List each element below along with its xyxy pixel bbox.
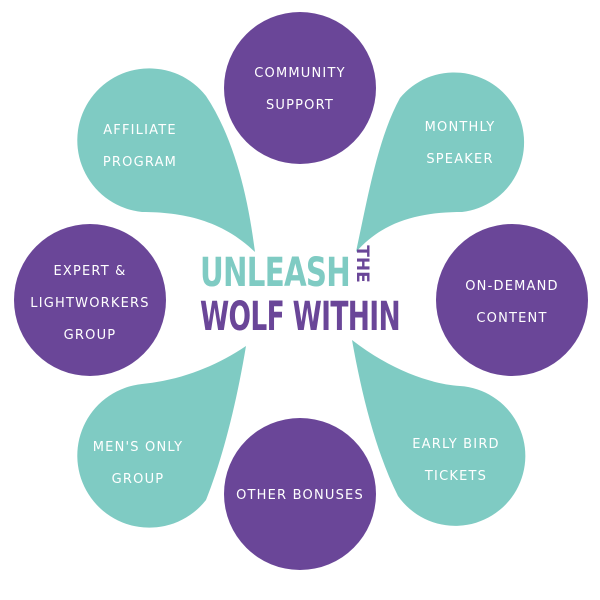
node-other-bonuses: OTHER BONUSES	[224, 418, 376, 570]
expert-lightworkers-line2: LIGHTWORKERS	[30, 296, 149, 311]
affiliate-program-line1: AFFILIATE	[103, 123, 177, 138]
node-early-bird-tickets: EARLY BIRD TICKETS	[352, 340, 526, 526]
center-logo: UNLEASH THE WOLF WITHIN	[200, 245, 401, 340]
circle-community-support	[224, 12, 376, 164]
expert-lightworkers-line3: GROUP	[64, 328, 117, 343]
teardrop-affiliate-program	[77, 68, 255, 252]
node-community-support: COMMUNITY SUPPORT	[224, 12, 376, 164]
node-affiliate-program: AFFILIATE PROGRAM	[77, 68, 255, 252]
node-mens-only-group: MEN'S ONLY GROUP	[77, 346, 246, 528]
community-support-line2: SUPPORT	[266, 98, 334, 113]
circle-expert-lightworkers-group	[14, 224, 166, 376]
on-demand-content-line2: CONTENT	[476, 311, 547, 326]
circle-other-bonuses	[224, 418, 376, 570]
node-on-demand-content: ON-DEMAND CONTENT	[436, 224, 588, 376]
mens-only-group-line1: MEN'S ONLY	[93, 440, 184, 455]
affiliate-program-line2: PROGRAM	[103, 155, 177, 170]
logo-unleash: UNLEASH	[200, 250, 350, 296]
on-demand-content-line1: ON-DEMAND	[465, 279, 559, 294]
logo-the: THE	[352, 245, 372, 282]
monthly-speaker-line2: SPEAKER	[426, 152, 493, 167]
teardrop-early-bird-tickets	[352, 340, 526, 526]
mens-only-group-line2: GROUP	[112, 472, 165, 487]
early-bird-tickets-line1: EARLY BIRD	[412, 437, 500, 452]
node-monthly-speaker: MONTHLY SPEAKER	[356, 72, 525, 253]
expert-lightworkers-line1: EXPERT &	[53, 264, 126, 279]
node-expert-lightworkers-group: EXPERT & LIGHTWORKERS GROUP	[14, 224, 166, 376]
early-bird-tickets-line2: TICKETS	[424, 469, 487, 484]
teardrop-mens-only-group	[77, 346, 246, 528]
other-bonuses-line1: OTHER BONUSES	[236, 488, 364, 503]
teardrop-monthly-speaker	[356, 72, 525, 253]
community-support-line1: COMMUNITY	[254, 66, 346, 81]
logo-wolf-within: WOLF WITHIN	[200, 294, 400, 340]
monthly-speaker-line1: MONTHLY	[425, 120, 496, 135]
circle-on-demand-content	[436, 224, 588, 376]
